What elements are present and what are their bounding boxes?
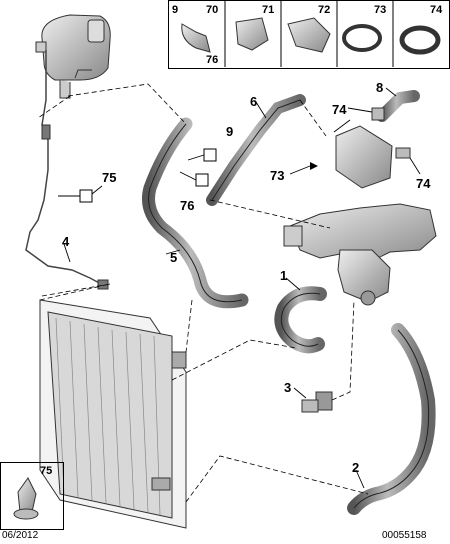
callout-76: 76: [180, 198, 194, 213]
clamp-74: [399, 25, 441, 55]
legend-top-74: 74: [430, 4, 443, 16]
hose-6: [206, 94, 306, 206]
callout-square-75: [79, 189, 93, 203]
legend-top-parts: 9 70 76 71 72 73 74: [172, 0, 443, 67]
callout-square-9: [203, 148, 217, 162]
sensor-wire: [25, 50, 109, 290]
callout-74-top: 74: [332, 102, 347, 117]
leader-73: [289, 165, 311, 175]
clip-71: [235, 17, 269, 51]
legend-top-72: 72: [318, 4, 330, 16]
callout-2: 2: [352, 460, 359, 475]
legend-bl-box: [0, 462, 64, 530]
legend-top-box: [168, 0, 450, 69]
callout-74-right: 74: [416, 176, 431, 191]
callout-75: 75: [102, 170, 116, 185]
callout-3: 3: [284, 380, 291, 395]
callout-9: 9: [226, 124, 233, 139]
legend-top-73: 73: [374, 4, 386, 16]
drain-plug: [301, 391, 333, 413]
reference-code: 00055158: [382, 530, 427, 541]
arrow-73: [310, 162, 318, 170]
radiator: [39, 299, 187, 529]
callout-1: 1: [280, 268, 287, 283]
legend-bl-part: 75: [13, 465, 52, 520]
callout-8: 8: [376, 80, 383, 95]
legend-bl-75: 75: [40, 465, 52, 477]
legend-top-70: 70: [206, 4, 218, 16]
clamp-73: [342, 24, 382, 52]
hose-5-outline: [148, 123, 243, 303]
callout-73: 73: [270, 168, 284, 183]
callout-5: 5: [170, 250, 177, 265]
clip-70: [181, 23, 211, 53]
legend-top-9: 9: [172, 4, 178, 16]
dashed-leaders: [37, 83, 369, 503]
hose-5: [142, 117, 249, 309]
water-outlet-housing: [283, 203, 437, 306]
callout-leaders: [58, 87, 421, 489]
heater-unit: [335, 107, 411, 189]
hose-1: [274, 286, 327, 354]
legend-top-71: 71: [262, 4, 274, 16]
legend-top-76: 76: [206, 54, 218, 66]
hose-2: [347, 323, 436, 515]
callout-square-76: [195, 173, 209, 187]
clip-72: [287, 17, 331, 53]
hose-6-outline: [211, 99, 301, 201]
expansion-tank: [35, 14, 111, 99]
date-code: 06/2012: [2, 530, 39, 541]
hose-8: [376, 90, 420, 122]
callout-4: 4: [62, 234, 70, 249]
callout-6: 6: [250, 94, 257, 109]
